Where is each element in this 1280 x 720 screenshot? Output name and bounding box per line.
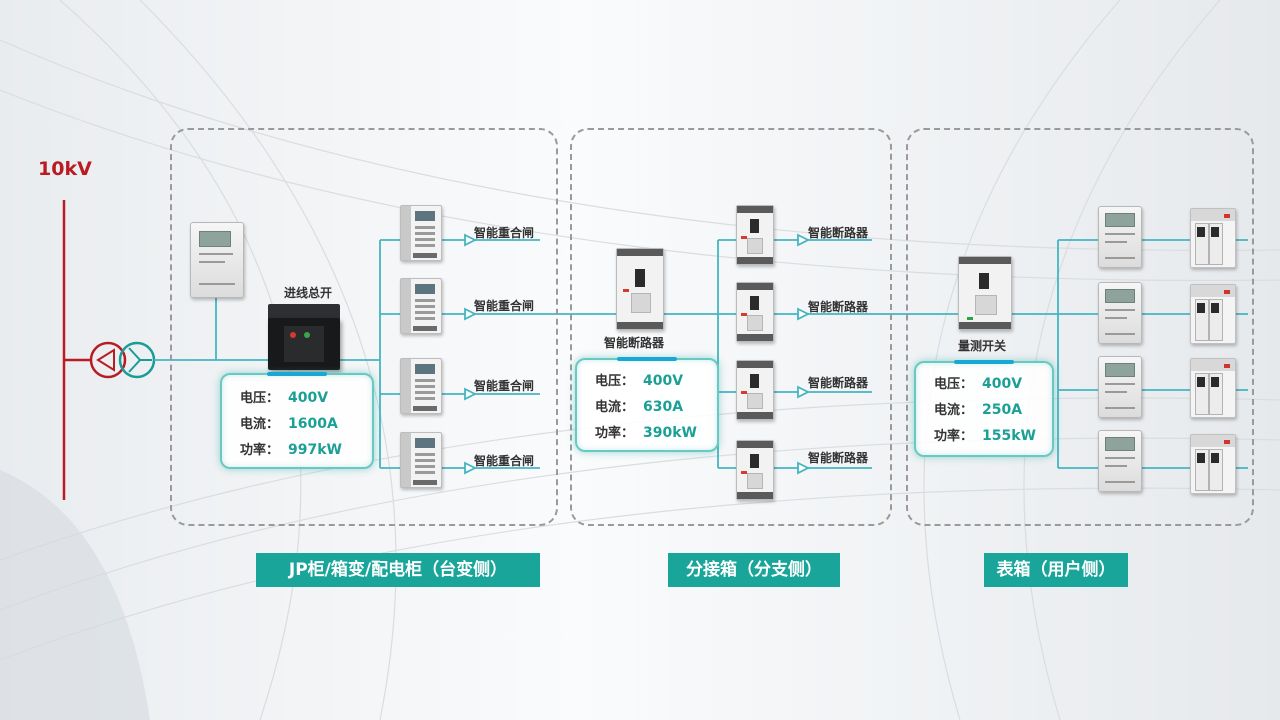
reading-value-current: 630A: [643, 399, 684, 415]
residual-current-breaker-device: [1190, 208, 1236, 268]
user-energy-meter-device: [1098, 206, 1142, 268]
reading-key-current: 电流：: [595, 400, 635, 415]
main-incoming-switch-label: 进线总开: [284, 286, 333, 300]
reading-value-current: 1600A: [288, 416, 338, 432]
residual-current-breaker-device: [1190, 434, 1236, 494]
readings-panel-user: 电压： 400V 电流： 250A 功率： 155kW: [914, 360, 1054, 457]
reading-key-voltage: 电压：: [595, 374, 635, 389]
smart-circuit-breaker-device: [736, 282, 774, 342]
stage-label-user: 表箱（用户侧）: [984, 553, 1128, 587]
reading-key-power: 功率：: [934, 429, 974, 444]
smart-circuit-breaker-device: [736, 360, 774, 420]
branch-label-breaker: 智能断路器: [808, 226, 869, 240]
transformer-symbol-icon: [89, 341, 156, 379]
reading-key-voltage: 电压：: [240, 391, 280, 406]
voltage-level-label: 10kV: [38, 158, 92, 180]
reading-key-power: 功率：: [240, 443, 280, 458]
air-circuit-breaker-device: [268, 304, 340, 370]
smart-circuit-breaker-device: [616, 248, 664, 330]
triangle-arrow-icon: [464, 233, 811, 475]
stage-box-user: [906, 128, 1254, 526]
stage-box-branch: [570, 128, 892, 526]
branch-label-recloser: 智能重合闸: [474, 299, 535, 313]
user-energy-meter-device: [1098, 430, 1142, 492]
reading-key-voltage: 电压：: [934, 377, 974, 392]
main-device-label-branch: 智能断路器: [604, 336, 665, 350]
energy-meter-device: [190, 222, 244, 298]
branch-label-recloser: 智能重合闸: [474, 379, 535, 393]
reading-key-current: 电流：: [934, 403, 974, 418]
smart-recloser-device: [400, 432, 442, 488]
reading-key-current: 电流：: [240, 417, 280, 432]
branch-label-recloser: 智能重合闸: [474, 454, 535, 468]
reading-value-current: 250A: [982, 402, 1023, 418]
user-energy-meter-device: [1098, 282, 1142, 344]
branch-label-breaker: 智能断路器: [808, 451, 869, 465]
user-energy-meter-device: [1098, 356, 1142, 418]
stage-label-branch: 分接箱（分支侧）: [668, 553, 840, 587]
reading-value-voltage: 400V: [982, 376, 1023, 392]
smart-recloser-device: [400, 205, 442, 261]
smart-circuit-breaker-device: [736, 440, 774, 500]
reading-value-power: 155kW: [982, 428, 1036, 444]
reading-value-voltage: 400V: [288, 390, 329, 406]
stage-box-substation: [170, 128, 558, 526]
reading-key-power: 功率：: [595, 426, 635, 441]
smart-recloser-device: [400, 278, 442, 334]
readings-panel-substation: 电压： 400V 电流： 1600A 功率： 997kW: [220, 372, 374, 469]
reading-value-power: 390kW: [643, 425, 697, 441]
branch-label-recloser: 智能重合闸: [474, 226, 535, 240]
measuring-switch-device: [958, 256, 1012, 330]
readings-panel-branch: 电压： 400V 电流： 630A 功率： 390kW: [575, 357, 719, 452]
residual-current-breaker-device: [1190, 284, 1236, 344]
reading-value-voltage: 400V: [643, 373, 684, 389]
smart-recloser-device: [400, 358, 442, 414]
main-device-label-user: 量测开关: [958, 339, 1007, 353]
smart-circuit-breaker-device: [736, 205, 774, 265]
branch-label-breaker: 智能断路器: [808, 300, 869, 314]
stage-label-substation: JP柜/箱变/配电柜（台变侧）: [256, 553, 540, 587]
residual-current-breaker-device: [1190, 358, 1236, 418]
reading-value-power: 997kW: [288, 442, 342, 458]
branch-label-breaker: 智能断路器: [808, 376, 869, 390]
